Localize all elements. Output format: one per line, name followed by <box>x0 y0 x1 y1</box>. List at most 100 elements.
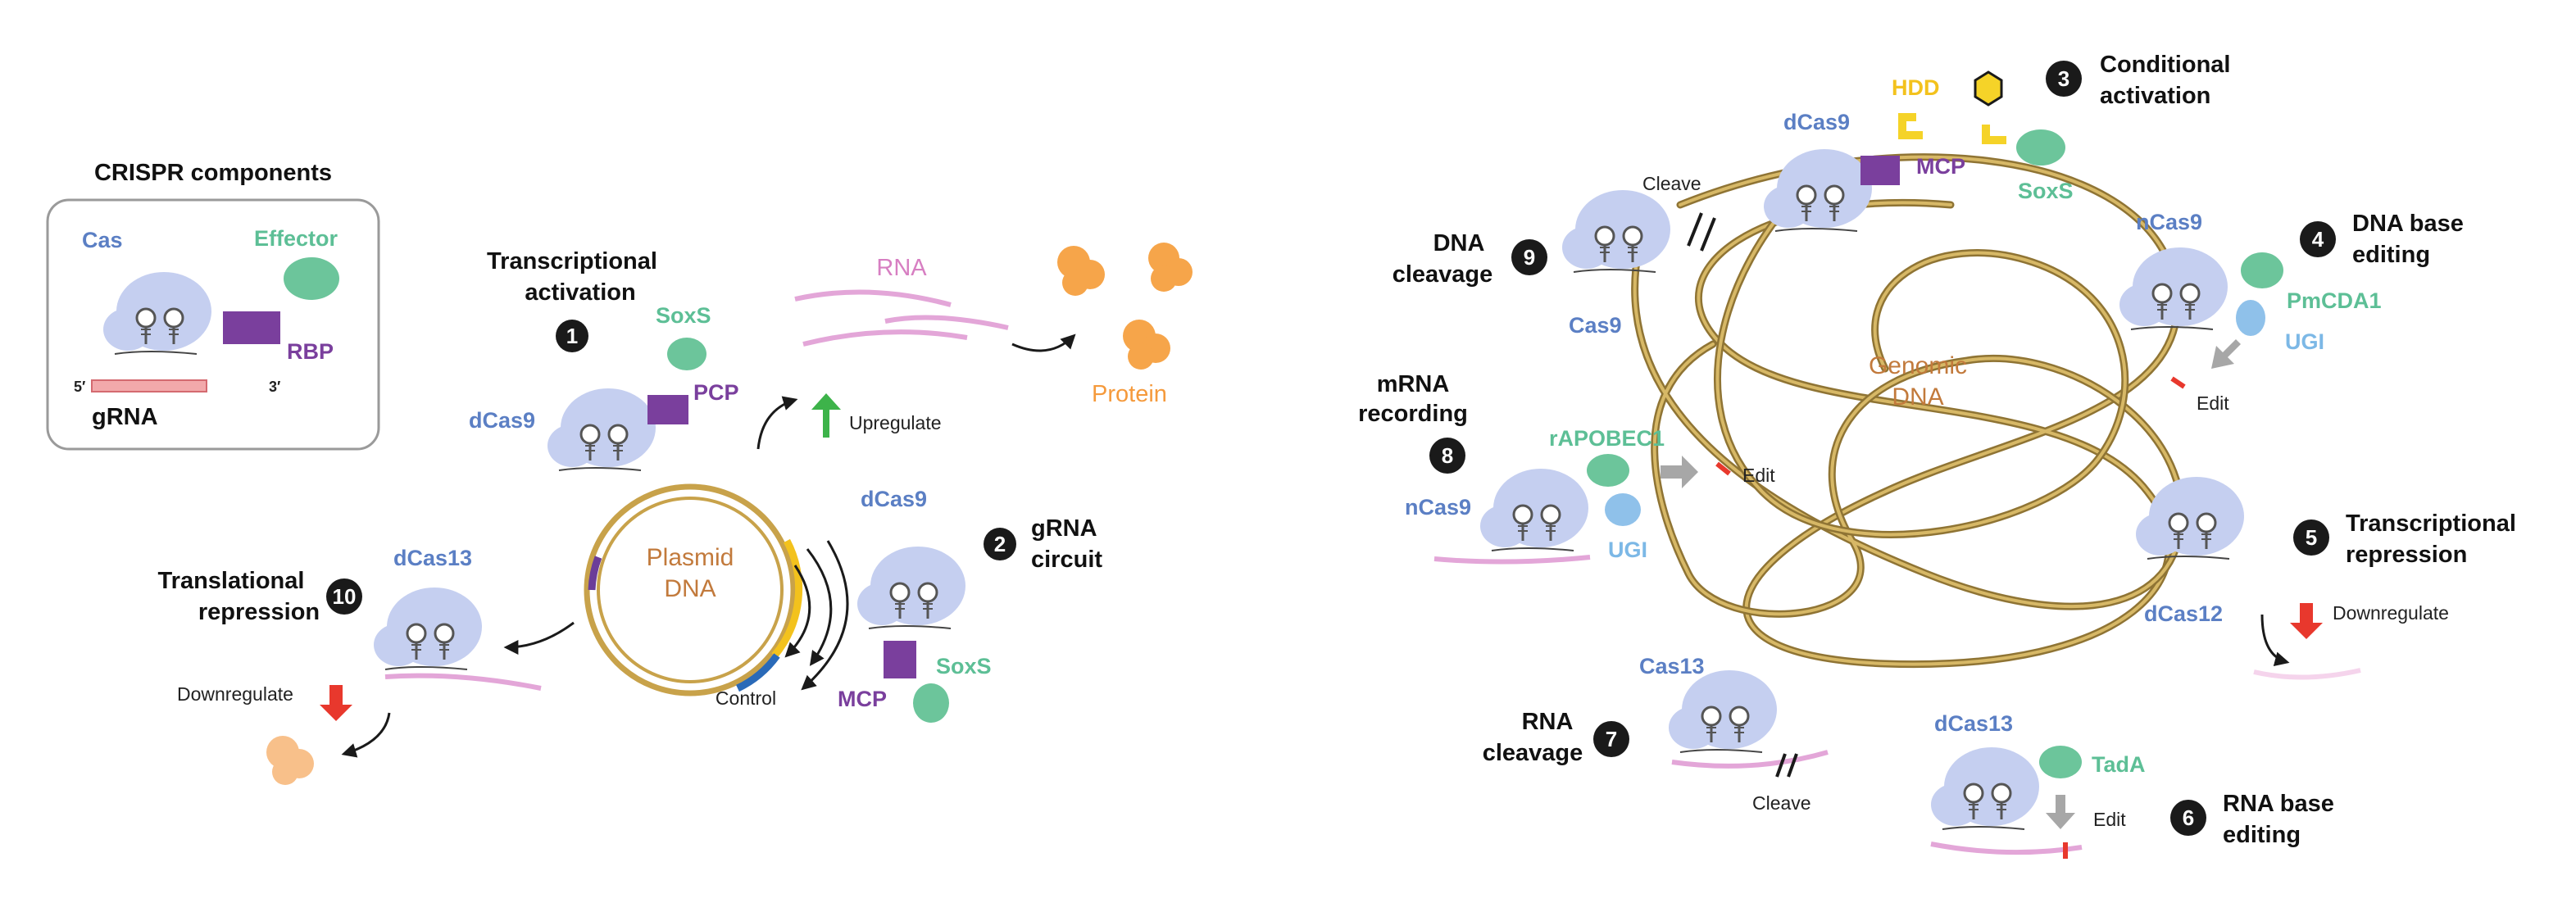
upregulate-curve-arrow <box>756 396 798 450</box>
app-10-translational-repression: Translational repression 10 dCas13 Downr… <box>158 546 575 785</box>
app-9-action-label: Cleave <box>1642 173 1701 194</box>
app-4-cas-label: nCas9 <box>2136 210 2202 234</box>
legend-effector-label: Effector <box>254 226 338 251</box>
genomic-edit-mark-2 <box>2170 376 2186 389</box>
legend-panel: CRISPR components Cas Effector RBP 5′ 3′… <box>46 160 380 451</box>
translation-arrow <box>1011 333 1076 352</box>
app-10-protein-icon <box>266 736 314 785</box>
app-10-output-arrow <box>341 712 391 758</box>
app-8-title-line2: recording <box>1358 401 1468 427</box>
app-8-number-badge <box>1429 438 1465 474</box>
app-4-title-line2: editing <box>2352 242 2430 268</box>
app-6-rna <box>1930 842 2083 855</box>
genomic-dna-strands <box>1631 153 2186 669</box>
upregulate-arrow-icon <box>811 393 841 438</box>
upregulate-label: Upregulate <box>849 412 942 433</box>
app-3-number: 3 <box>2058 66 2069 91</box>
app-2-cas-label: dCas9 <box>861 487 927 511</box>
app-8-number: 8 <box>1442 443 1453 468</box>
protein-label: Protein <box>1092 381 1167 407</box>
app-4-number-badge <box>2300 221 2336 257</box>
genomic-dna-section: Genomic DNA <box>1631 153 2186 669</box>
app-4-inhibitor-label: UGI <box>2285 329 2324 354</box>
app-1-rbp-label: PCP <box>693 380 739 405</box>
app-2-rbp-icon <box>884 641 916 678</box>
app-6-effector-label: TadA <box>2092 752 2146 777</box>
rna-strand-2 <box>802 329 968 347</box>
app-7-title-line1: RNA <box>1522 709 1574 735</box>
legend-cas-label: Cas <box>82 228 123 252</box>
app-5-cas-icon <box>2136 477 2244 559</box>
rna-protein-group: RNA Protein Upregulate <box>756 243 1193 450</box>
app-6-action-label: Edit <box>2093 809 2126 830</box>
legend-grna-label: gRNA <box>92 404 158 430</box>
app-6-rna-base-editing: dCas13 TadA Edit 6 RNA base editing <box>1931 711 2334 859</box>
protein-icon-1 <box>1057 246 1105 296</box>
app-6-effector-icon <box>2039 746 2082 778</box>
app-9-title-line2: cleavage <box>1392 261 1493 288</box>
app-3-conditional-activation: dCas9 MCP HDD SoxS 3 Conditional activat… <box>1764 52 2230 231</box>
app-9-cas-icon <box>1562 190 1670 272</box>
app-9-dna-cleavage: DNA cleavage 9 Cas9 Cleave <box>1392 173 1716 338</box>
genomic-edit-mark-1 <box>1715 461 1731 476</box>
legend-grna-target <box>91 379 207 392</box>
app-8-cas-icon <box>1480 469 1588 551</box>
app-4-effector-icon <box>2241 252 2283 288</box>
app-2-title-line2: circuit <box>1031 547 1102 573</box>
rna-label: RNA <box>876 255 927 281</box>
app-2-title-line1: gRNA <box>1031 515 1097 542</box>
app-5-cas-label: dCas12 <box>2144 601 2223 626</box>
app-2-cas-icon <box>857 547 965 628</box>
app-1-transcriptional-activation: Transcriptional activation 1 dCas9 PCP S… <box>469 248 739 470</box>
app-7-cut-mark-2 <box>1787 753 1798 778</box>
app-7-number-badge <box>1593 721 1629 757</box>
plasmid-purple-segment <box>588 556 602 591</box>
app-10-down-arrow-icon <box>320 685 352 721</box>
app-3-effector-icon <box>2016 129 2065 166</box>
app-4-effector-label: PmCDA1 <box>2287 288 2382 313</box>
app-3-effector-label: SoxS <box>2018 179 2074 203</box>
app-6-title-line2: editing <box>2223 822 2301 848</box>
app-5-down-arrow-icon <box>2290 603 2323 639</box>
app-3-number-badge <box>2046 61 2082 97</box>
protein-icon-2 <box>1148 243 1193 292</box>
app-8-effector-label: rAPOBEC1 <box>1549 426 1665 451</box>
app-2-number: 2 <box>994 532 1006 556</box>
app-5-number: 5 <box>2306 525 2317 550</box>
app-3-cas-label: dCas9 <box>1783 110 1850 134</box>
app-9-cas-label: Cas9 <box>1569 313 1622 338</box>
app-10-return-arrow <box>503 621 575 655</box>
protein-icon-3 <box>1123 320 1170 370</box>
app-1-effector-label: SoxS <box>656 303 711 328</box>
legend-rbp-icon <box>223 311 280 344</box>
app-3-domain-label: HDD <box>1892 75 1940 100</box>
legend-three-prime: 3′ <box>269 379 280 395</box>
app-7-number: 7 <box>1606 727 1617 751</box>
app-7-cas-label: Cas13 <box>1639 654 1705 678</box>
app-7-cas-icon <box>1669 670 1777 752</box>
plasmid-yellow-segment <box>771 538 803 658</box>
app-7-rna-cleavage: Cas13 Cleave RNA cleavage 7 <box>1483 654 1829 814</box>
app-10-title-line2: repression <box>198 599 320 625</box>
app-6-cas-icon <box>1931 747 2039 829</box>
app-4-edit-arrow-icon <box>2211 339 2241 369</box>
app-8-inhibitor-label: UGI <box>1608 538 1647 562</box>
app-8-cas-label: nCas9 <box>1405 495 1471 519</box>
plasmid-label-2: DNA <box>664 575 716 602</box>
app-1-title-line2: activation <box>525 279 635 306</box>
app-4-number: 4 <box>2312 227 2324 252</box>
app-8-effector-icon <box>1587 454 1629 487</box>
app-1-number: 1 <box>566 324 578 348</box>
app-4-dna-base-editing: nCas9 PmCDA1 UGI Edit 4 DNA base editing <box>2119 210 2464 414</box>
app-1-cas-icon <box>547 388 656 470</box>
plasmid-label-1: Plasmid <box>647 544 734 571</box>
app-2-effector-icon <box>913 683 949 723</box>
app-1-effector-icon <box>667 338 706 370</box>
app-3-hdd-fragment-2 <box>1982 125 2006 144</box>
plasmid-ring <box>584 483 797 696</box>
app-5-transcriptional-repression: dCas12 5 Transcriptional repression Down… <box>2136 477 2516 680</box>
app-3-ligand-icon <box>1974 70 2003 107</box>
app-9-title-line1: DNA <box>1433 230 1485 256</box>
app-3-rbp-label: MCP <box>1916 154 1965 179</box>
